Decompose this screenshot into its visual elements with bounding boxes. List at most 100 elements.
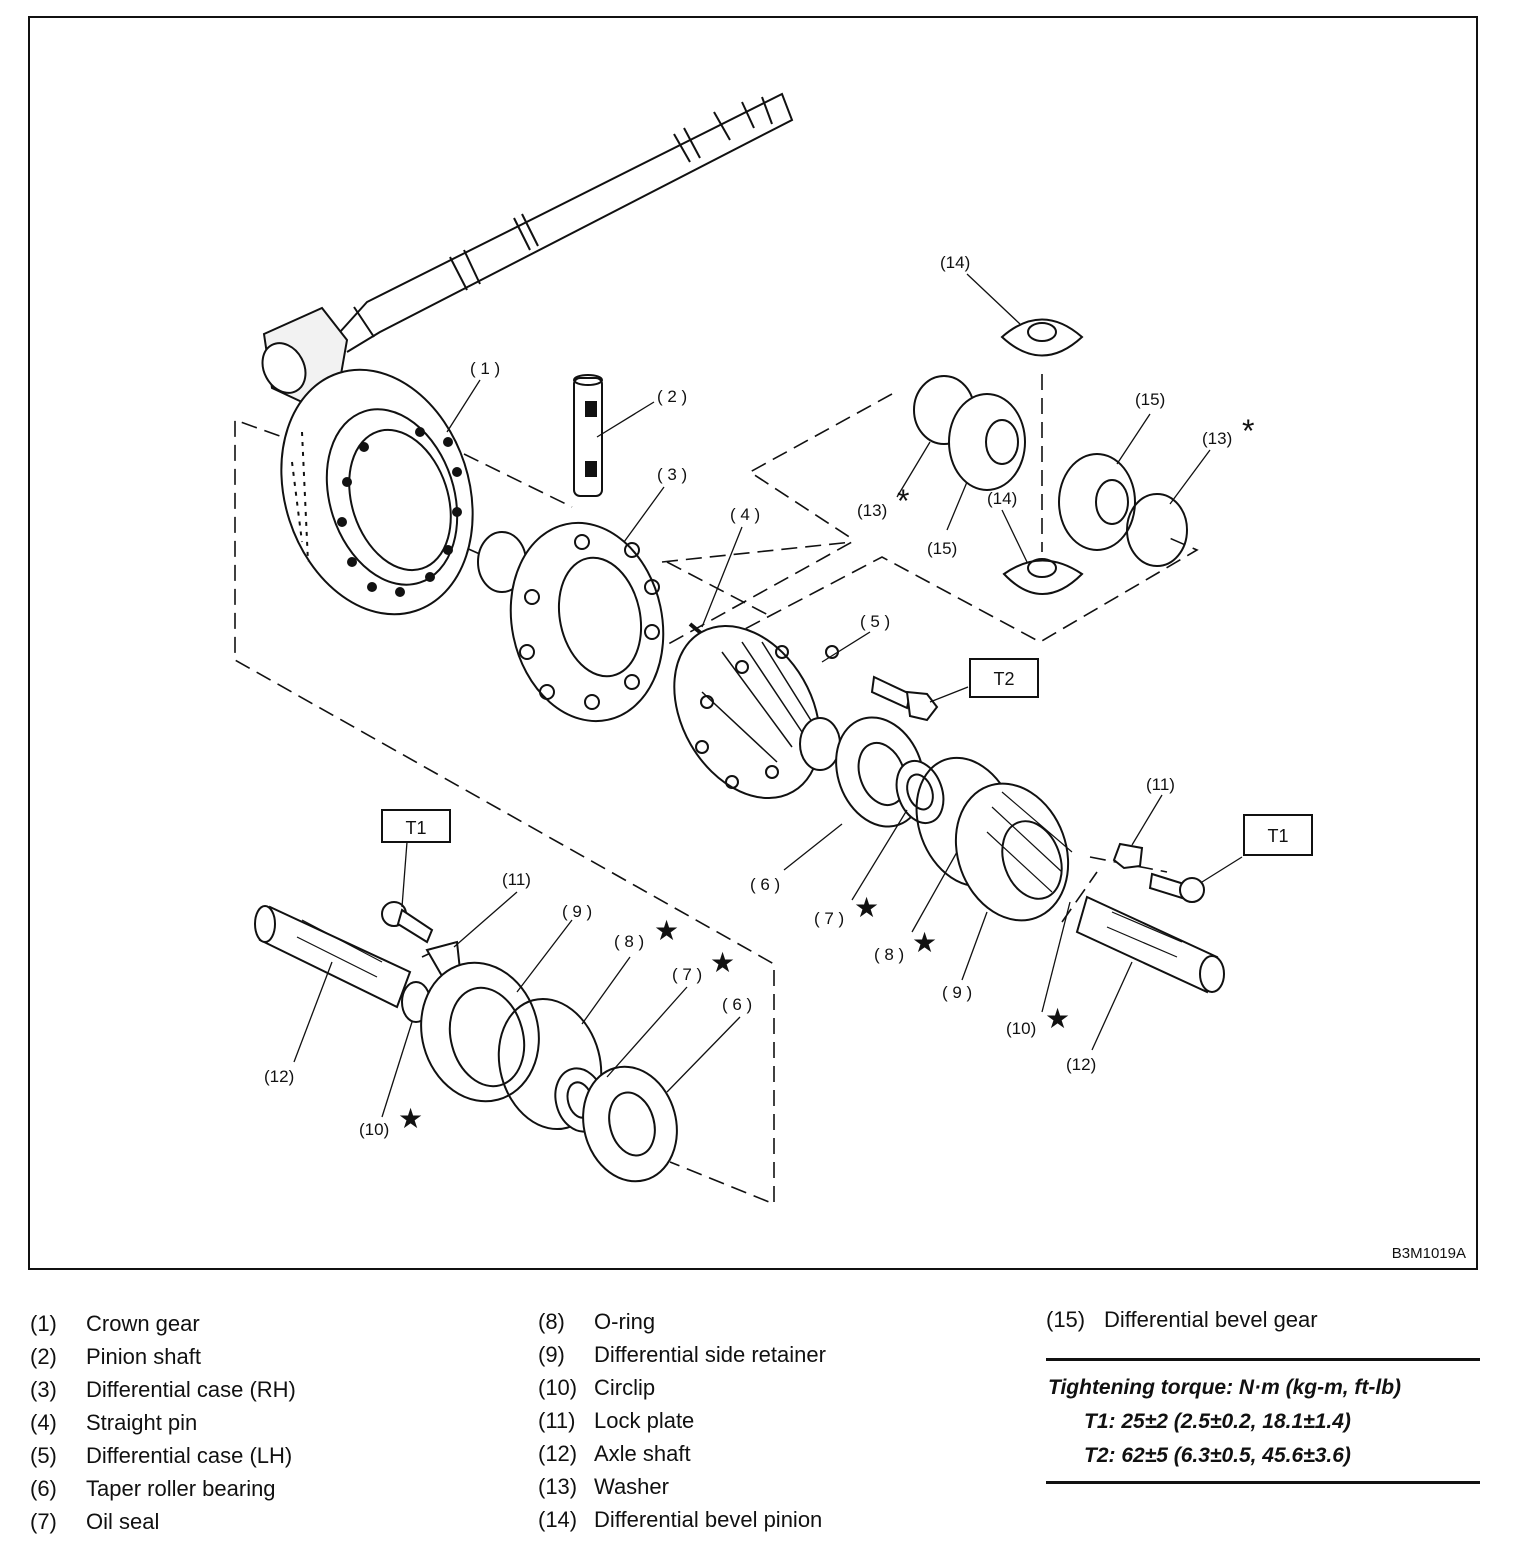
legend-number: (11) (538, 1408, 576, 1433)
callout-11-left: (11) (502, 870, 531, 889)
callout-10-right: (10) (1006, 1019, 1036, 1038)
callout-7-right: ( 7 ) (814, 909, 844, 928)
bevel-pinion-bottom (1002, 558, 1084, 595)
legend-item: (10) Circlip (538, 1371, 826, 1404)
star-mark-7-right: ★ (854, 892, 879, 923)
pinion-shaft (573, 374, 603, 497)
callout-15-left: (15) (927, 539, 957, 558)
oil-seal-right (895, 760, 945, 824)
legend-number: (15) (1046, 1307, 1086, 1332)
bevel-gear-left (948, 393, 1026, 491)
callout-3: ( 3 ) (657, 465, 687, 484)
bevel-gear-right (1058, 453, 1136, 551)
callout-8-right: ( 8 ) (874, 945, 904, 964)
tightening-torque-table: Tightening torque: N·m (kg-m, ft-lb) T1:… (1046, 1358, 1480, 1484)
case-bolt (870, 675, 939, 722)
torque-tag-t2: T2 (993, 669, 1014, 689)
legend-item: (14) Differential bevel pinion (538, 1503, 826, 1536)
figure-code: B3M1019A (1391, 1245, 1466, 1262)
legend-label: O-ring (594, 1309, 656, 1334)
torque-tags (381, 658, 1313, 856)
callout-7-left: ( 7 ) (672, 965, 702, 984)
side-retainer-right (954, 782, 1073, 922)
legend-label: Axle shaft (594, 1441, 691, 1466)
legend-item: (11) Lock plate (538, 1404, 826, 1437)
diagram-frame: T1 T1 T2 ( 1 ) ( 2 ) ( 3 ) ( 4 ) ( 5 ) (… (28, 16, 1478, 1270)
legend-number: (7) (30, 1509, 57, 1534)
legend-label: Straight pin (86, 1410, 198, 1435)
legend-number: (2) (30, 1344, 57, 1369)
star-mark-10-left: ★ (398, 1103, 423, 1134)
callout-6-right: ( 6 ) (750, 875, 780, 894)
legend-label: Lock plate (594, 1408, 695, 1433)
legend-number: (10) (538, 1375, 578, 1400)
callout-12-right: (12) (1066, 1055, 1096, 1074)
legend-label: Differential bevel pinion (594, 1507, 823, 1532)
torque-t1: T1: 25±2 (2.5±0.2, 18.1±1.4) (1084, 1410, 1351, 1433)
washer-right (1126, 493, 1188, 567)
star-mark-9-left: ★ (654, 915, 679, 946)
star-mark-7-left: ★ (710, 947, 735, 978)
asterisk-mark-13-left: * (897, 483, 909, 519)
legend-item: (5) Differential case (LH) (30, 1439, 296, 1472)
callout-10-left: (10) (359, 1120, 389, 1139)
callout-14-bottom: (14) (987, 489, 1017, 508)
legend-column-2: (8)O-ring (9)Differential side retainer … (538, 1305, 826, 1536)
legend-item: (1) Crown gear (30, 1307, 296, 1340)
legend-item: (6)Taper roller bearing (30, 1472, 296, 1505)
callout-12-left: (12) (264, 1067, 294, 1086)
star-mark-10-right: ★ (1045, 1003, 1070, 1034)
bolt-right (1148, 872, 1205, 903)
taper-roller-bearing-left (582, 1065, 678, 1183)
legend-label: Taper roller bearing (86, 1476, 276, 1501)
callout-2: ( 2 ) (657, 387, 687, 406)
star-mark-8-right: ★ (912, 927, 937, 958)
differential-case-rh (477, 521, 665, 723)
legend-label: Crown gear (86, 1311, 200, 1336)
legend-item: (12) Axle shaft (538, 1437, 826, 1470)
legend-item: (7) Oil seal (30, 1505, 296, 1538)
callout-13-left: (13) (857, 501, 887, 520)
crown-gear (280, 368, 474, 616)
legend-label: Differential side retainer (594, 1342, 826, 1367)
legend-label: Oil seal (86, 1509, 160, 1534)
legend-column-1: (1) Crown gear (2)Pinion shaft (3) Differe… (30, 1307, 296, 1538)
legend-label: Differential case (LH) (86, 1443, 293, 1468)
asterisk-mark-13-right: * (1242, 413, 1254, 449)
exploded-view-illustration: T1 T1 T2 ( 1 ) ( 2 ) ( 3 ) ( 4 ) ( 5 ) (… (234, 92, 1313, 1206)
differential-case-lh (673, 624, 841, 800)
torque-tag-t1-left: T1 (405, 818, 426, 838)
callout-6-left: ( 6 ) (722, 995, 752, 1014)
legend-item: (2)Pinion shaft (30, 1340, 296, 1373)
callout-15-right: (15) (1135, 390, 1165, 409)
legend-number: (14) (538, 1507, 578, 1532)
legend-column-3: (15)Differential bevel gear (1046, 1303, 1318, 1336)
legend-label: Circlip (594, 1375, 656, 1400)
callout-9-right: ( 9 ) (942, 983, 972, 1002)
callout-13-right: (13) (1202, 429, 1232, 448)
axle-shaft-right (1075, 895, 1225, 994)
callout-1: ( 1 ) (470, 359, 500, 378)
legend-item: (15)Differential bevel gear (1046, 1303, 1318, 1336)
callout-4: ( 4 ) (730, 505, 760, 524)
callout-8-left: ( 8 ) (614, 932, 644, 951)
legend-number: (1) (30, 1311, 57, 1336)
torque-heading: Tightening torque: N·m (kg-m, ft-lb) (1048, 1376, 1402, 1399)
o-ring-left (497, 997, 603, 1131)
legend-number: (5) (30, 1443, 57, 1468)
legend-number: (13) (538, 1474, 578, 1499)
bevel-pinion-top (1000, 318, 1084, 357)
legend-number: (8) (538, 1309, 565, 1334)
legend-item: (8) O-ring (538, 1305, 826, 1338)
legend-number: (12) (538, 1441, 578, 1466)
legend-number: (4) (30, 1410, 57, 1435)
callout-11-right: (11) (1146, 775, 1175, 794)
leader-lines (293, 273, 1243, 1118)
bolt-left (381, 901, 434, 944)
legend-number: (3) (30, 1377, 57, 1402)
legend-item: (9)Differential side retainer (538, 1338, 826, 1371)
torque-tag-t1-right: T1 (1267, 826, 1288, 846)
legend-item: (4) Straight pin (30, 1406, 296, 1439)
legend-item: (13)Washer (538, 1470, 826, 1503)
axle-shaft-left (254, 905, 412, 1009)
